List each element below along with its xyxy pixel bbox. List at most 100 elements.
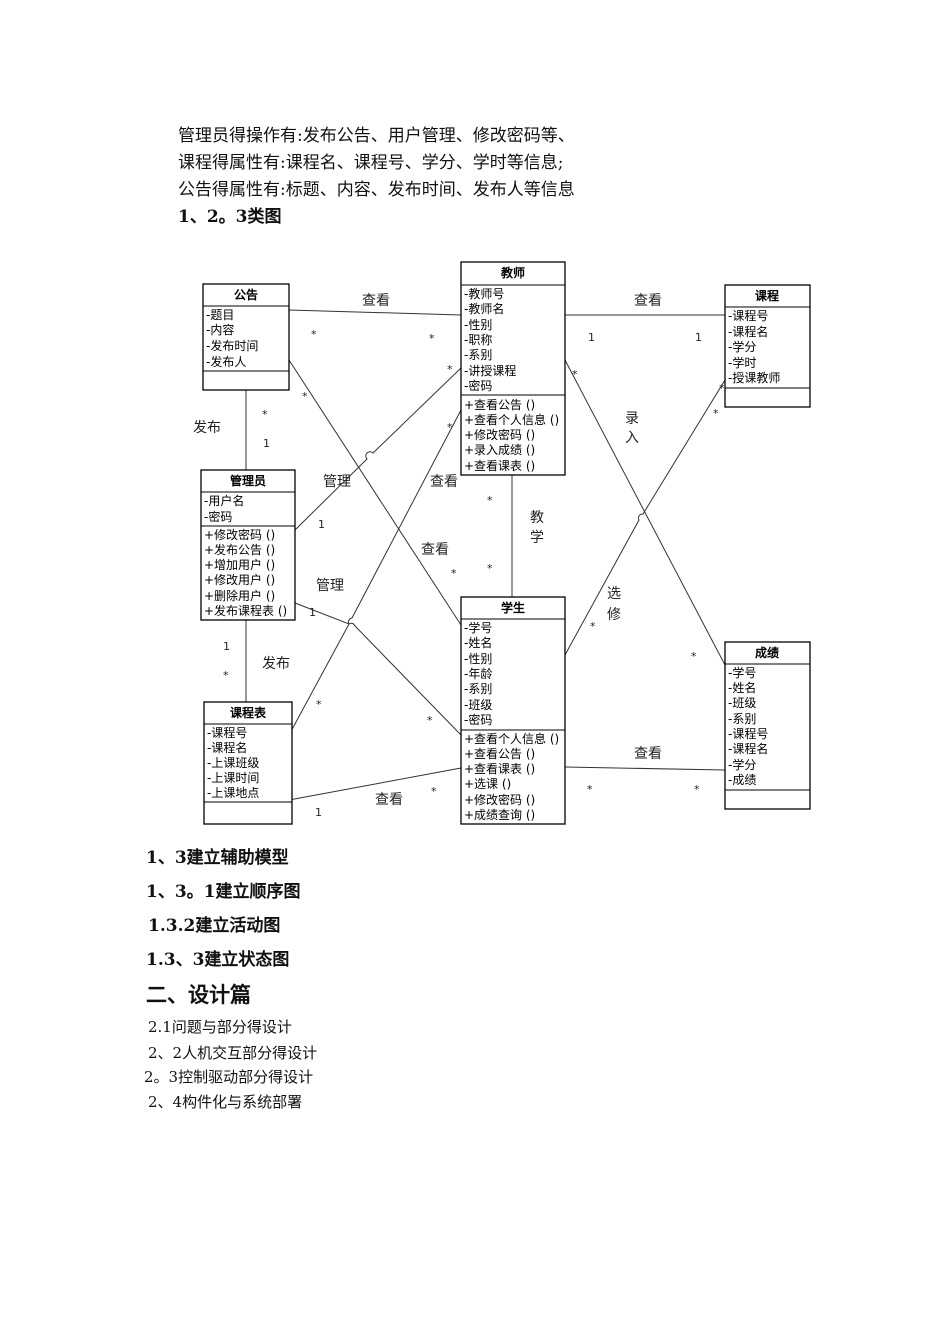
assoc-admin-teacher xyxy=(294,367,462,531)
mult-star: * xyxy=(691,650,697,663)
heading-state: 1.3、3建立状态图 xyxy=(146,950,290,970)
mult-star: * xyxy=(694,783,700,796)
label-view: 查看 xyxy=(634,746,662,762)
class-attr: -性别 xyxy=(464,318,492,332)
class-op: +查看个人信息 () xyxy=(464,731,559,746)
mult-star: * xyxy=(719,382,725,395)
class-attr: -课程名 xyxy=(207,740,247,755)
mult-star: * xyxy=(487,562,493,575)
heading-aux-model: 1、3建立辅助模型 xyxy=(146,848,289,868)
class-attr: -系别 xyxy=(728,712,756,726)
class-op: +增加用户 () xyxy=(204,557,275,572)
class-attr: -学号 xyxy=(728,665,756,680)
class-attr: -密码 xyxy=(464,712,492,727)
association-lines xyxy=(245,309,726,801)
class-op: +成绩查询 () xyxy=(464,808,535,822)
assoc-notice-teacher xyxy=(288,309,462,316)
class-attr: -上课班级 xyxy=(207,756,259,770)
mult-star: * xyxy=(587,783,593,796)
mult-one: 1 xyxy=(588,331,595,344)
class-op: +删除用户 () xyxy=(204,588,275,603)
toc-item: 2、2人机交互部分得设计 xyxy=(148,1044,318,1062)
heading-activity: 1.3.2建立活动图 xyxy=(148,916,281,936)
association-labels: 查看 查看 发布 管理 查看 查看 管理 发布 查看 查看 教 学 录 入 选 … xyxy=(193,293,662,808)
mult-star: * xyxy=(572,368,578,381)
heading-sequence: 1、3。1建立顺序图 xyxy=(146,882,301,902)
class-attr: -学号 xyxy=(464,620,492,635)
mult-star: * xyxy=(311,328,317,341)
class-attr: -班级 xyxy=(728,696,756,710)
mult-one: 1 xyxy=(695,331,702,344)
assoc-student-grade xyxy=(564,766,726,771)
label-manage: 管理 xyxy=(323,474,351,490)
class-attr: -上课时间 xyxy=(207,771,259,785)
class-attr: -成绩 xyxy=(728,773,756,787)
class-op: +查看公告 () xyxy=(464,398,535,412)
class-attr: -性别 xyxy=(464,652,492,666)
class-attr: -题目 xyxy=(206,308,234,322)
class-op: +修改密码 () xyxy=(464,427,535,442)
class-attr: -密码 xyxy=(204,509,232,524)
class-timetable: 课程表 -课程号 -课程名 -上课班级 -上课时间 -上课地点 xyxy=(203,701,293,825)
label-view: 查看 xyxy=(421,542,449,558)
class-grade: 成绩 -学号 -姓名 -班级 -系别 -课程号 -课程名 -学分 -成绩 xyxy=(724,641,811,810)
class-op: +查看公告 () xyxy=(464,747,535,761)
toc-item: 2。3控制驱动部分得设计 xyxy=(144,1068,314,1086)
class-title: 管理员 xyxy=(230,473,266,488)
mult-star: * xyxy=(427,714,433,727)
class-attr: -课程号 xyxy=(728,308,768,323)
class-attr: -用户名 xyxy=(204,493,244,508)
class-attr: -学分 xyxy=(728,339,756,354)
class-admin: 管理员 -用户名 -密码 +修改密码 () +发布公告 () +增加用户 () … xyxy=(200,469,296,621)
mult-one: 1 xyxy=(309,606,316,619)
class-op: +选课 () xyxy=(464,777,511,791)
multiplicities: * * * * 1 1 1 * * * * * * 1 * * 1 * 1 * … xyxy=(223,328,725,819)
label-manage: 管理 xyxy=(316,578,344,594)
assoc-student-course xyxy=(564,379,726,656)
heading-design: 二、设计篇 xyxy=(146,982,251,1007)
label-view: 查看 xyxy=(430,474,458,490)
class-diagram: 公告 -题目 -内容 -发布时间 -发布人 教师 -教师号 -教师名 -性别 -… xyxy=(193,261,811,825)
assoc-teacher-grade xyxy=(564,359,726,666)
label-publish: 发布 xyxy=(193,420,221,436)
label-enter: 入 xyxy=(625,430,639,446)
class-attr: -发布时间 xyxy=(206,338,258,353)
class-attr: -年龄 xyxy=(464,667,492,681)
label-view: 查看 xyxy=(375,792,403,808)
class-attr: -上课地点 xyxy=(207,786,259,800)
class-attr: -系别 xyxy=(464,348,492,362)
class-attr: -职称 xyxy=(464,333,492,347)
class-attr: -讲授课程 xyxy=(464,363,516,378)
label-teach: 教 xyxy=(530,510,544,526)
class-attr: -学时 xyxy=(728,355,756,370)
class-attr: -发布人 xyxy=(206,354,246,369)
class-attr: -课程名 xyxy=(728,324,768,339)
class-op: +查看课表 () xyxy=(464,762,535,776)
class-title: 课程表 xyxy=(230,705,267,720)
mult-star: * xyxy=(302,390,308,403)
label-publish: 发布 xyxy=(262,656,290,672)
mult-star: * xyxy=(451,567,457,580)
mult-star: * xyxy=(713,407,719,420)
class-attr: -课程号 xyxy=(207,725,247,740)
class-title: 教师 xyxy=(500,265,525,280)
toc-item: 2.1问题与部分得设计 xyxy=(148,1018,292,1036)
class-teacher: 教师 -教师号 -教师名 -性别 -职称 -系别 -讲授课程 -密码 +查看公告… xyxy=(460,261,566,476)
class-op: +发布课程表 () xyxy=(204,603,287,618)
mult-one: 1 xyxy=(315,806,322,819)
assoc-timetable-teacher xyxy=(288,409,462,736)
class-op: +修改密码 () xyxy=(464,792,535,807)
mult-star: * xyxy=(431,785,437,798)
label-view: 查看 xyxy=(634,293,662,309)
assoc-timetable-student xyxy=(288,767,462,801)
label-enter: 录 xyxy=(625,411,639,427)
mult-star: * xyxy=(447,421,453,434)
label-teach: 学 xyxy=(530,530,544,546)
mult-one: 1 xyxy=(318,518,325,531)
class-attr: -教师名 xyxy=(464,301,504,316)
class-attr: -授课教师 xyxy=(728,370,780,385)
class-attr: -密码 xyxy=(464,378,492,393)
class-attr: -教师号 xyxy=(464,286,504,301)
intro-line-3: 公告得属性有:标题、内容、发布时间、发布人等信息 xyxy=(178,180,575,200)
assoc-admin-student xyxy=(294,602,462,736)
